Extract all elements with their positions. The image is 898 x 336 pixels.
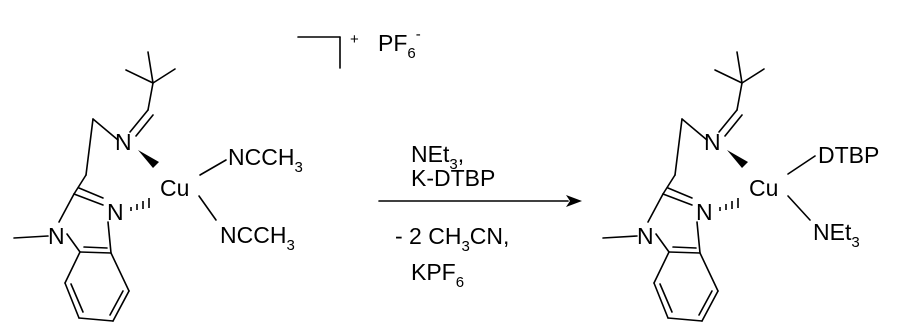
reactant-ring-n: N xyxy=(107,199,124,225)
reactant-complex: N Cu N N NCCH3 NCCH3 + PF6- xyxy=(13,26,421,322)
product-bonds xyxy=(602,51,816,322)
condition-base: NEt3, xyxy=(411,141,464,173)
condition-byproduct-acetonitrile: - 2 CH3CN, xyxy=(395,223,509,255)
condition-reagent: K-DTBP xyxy=(411,165,495,191)
reactant-copper: Cu xyxy=(160,175,189,201)
reactant-ligand-acetonitrile-2: NCCH3 xyxy=(220,222,295,254)
product-complex: N Cu N N DTBP NEt3 xyxy=(602,51,879,322)
condition-byproduct-salt: KPF6 xyxy=(411,259,464,291)
product-copper: Cu xyxy=(749,175,778,201)
reactant-imine-n: N xyxy=(115,129,132,155)
product-ligand-triethylamine: NEt3 xyxy=(813,219,860,251)
product-methyl-n: N xyxy=(637,223,654,249)
reactant-methyl-n: N xyxy=(48,223,65,249)
reactant-ligand-acetonitrile-1: NCCH3 xyxy=(228,144,303,176)
product-ring-n: N xyxy=(696,199,713,225)
reactant-bonds xyxy=(13,36,341,322)
reaction-arrow xyxy=(378,195,582,207)
product-ligand-dtbp: DTBP xyxy=(818,142,879,168)
counterion: PF6- xyxy=(378,26,421,62)
cation-charge: + xyxy=(350,31,359,48)
product-imine-n: N xyxy=(704,129,721,155)
